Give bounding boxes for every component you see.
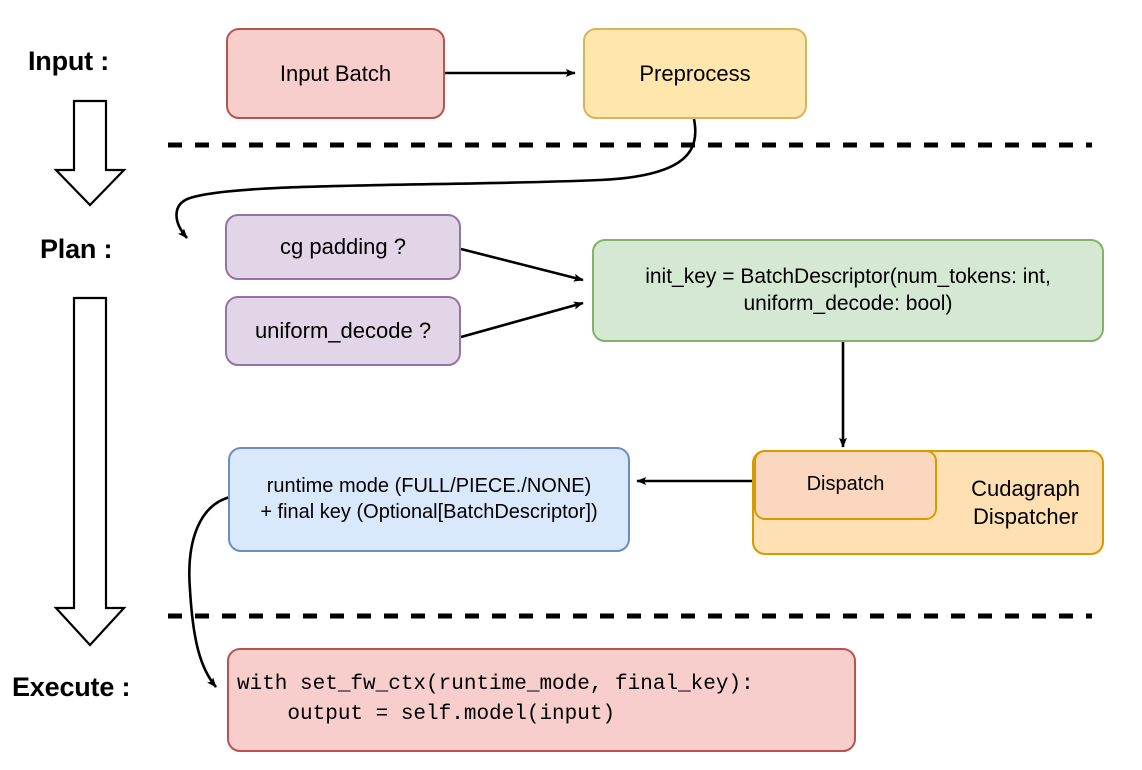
node-batch-descriptor[interactable]: init_key = BatchDescriptor(num_tokens: i… bbox=[592, 239, 1104, 342]
node-preprocess[interactable]: Preprocess bbox=[583, 28, 807, 119]
node-input-batch-label: Input Batch bbox=[279, 60, 392, 86]
input-to-plan-block-arrow bbox=[53, 99, 127, 207]
node-runtime-mode[interactable]: runtime mode (FULL/PIECE./NONE) + final … bbox=[228, 447, 630, 552]
stage-label-input: Input : bbox=[28, 46, 110, 76]
node-dispatch-label: Dispatch bbox=[806, 473, 885, 496]
node-dispatch[interactable]: Dispatch bbox=[754, 450, 937, 520]
node-uniform-decode-label: uniform_decode ? bbox=[254, 318, 432, 344]
code-block-body: with set_fw_ctx(runtime_mode, final_key)… bbox=[237, 670, 754, 731]
arrow-cg-padding-to-batch-descriptor bbox=[460, 247, 584, 282]
code-line-1: with set_fw_ctx(runtime_mode, final_key)… bbox=[237, 672, 754, 696]
node-cg-padding-label: cg padding ? bbox=[280, 234, 406, 260]
node-batch-descriptor-label: init_key = BatchDescriptor(num_tokens: i… bbox=[645, 265, 1051, 315]
arrow-runtime-mode-to-code-block bbox=[188, 495, 231, 688]
node-input-batch[interactable]: Input Batch bbox=[226, 28, 445, 119]
node-cg-padding[interactable]: cg padding ? bbox=[225, 214, 461, 280]
stage-label-execute: Execute : bbox=[12, 672, 131, 702]
plan-to-execute-block-arrow bbox=[53, 296, 127, 647]
node-code-block[interactable]: with set_fw_ctx(runtime_mode, final_key)… bbox=[227, 648, 856, 752]
node-cudagraph-dispatcher-label: Cudagraph Dispatcher bbox=[971, 475, 1080, 529]
node-preprocess-label: Preprocess bbox=[639, 60, 751, 86]
arrow-uniform-decode-to-batch-descriptor bbox=[460, 301, 584, 339]
node-uniform-decode[interactable]: uniform_decode ? bbox=[225, 296, 461, 366]
node-runtime-mode-label: runtime mode (FULL/PIECE./NONE) + final … bbox=[260, 475, 598, 523]
code-line-2: output = self.model(input) bbox=[237, 703, 616, 726]
stage-label-plan: Plan : bbox=[40, 234, 113, 264]
